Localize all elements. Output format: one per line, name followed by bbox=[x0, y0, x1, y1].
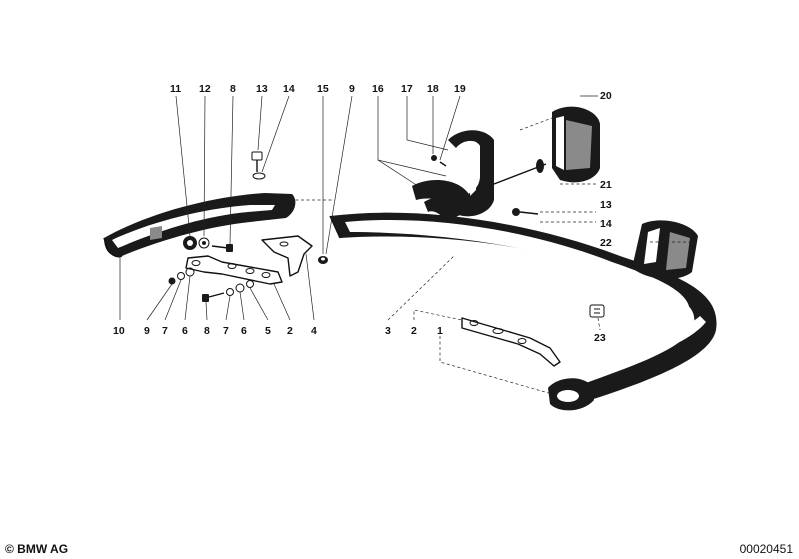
callout-17: 17 bbox=[401, 83, 413, 95]
leader-lines bbox=[119, 95, 696, 395]
callout-23: 23 bbox=[594, 332, 606, 344]
callout-5: 5 bbox=[265, 325, 271, 337]
callout-18: 18 bbox=[427, 83, 439, 95]
callout-12: 12 bbox=[199, 83, 211, 95]
part-bracket-right bbox=[461, 317, 561, 367]
callout-13-right: 13 bbox=[600, 199, 612, 211]
part-bolt-upper-left bbox=[251, 151, 266, 180]
callout-14: 14 bbox=[283, 83, 295, 95]
callout-13: 13 bbox=[256, 83, 268, 95]
callout-1: 1 bbox=[437, 325, 443, 337]
callout-4: 4 bbox=[311, 325, 317, 337]
part-mount-plate bbox=[261, 235, 313, 277]
callout-6-lower-2: 6 bbox=[241, 325, 247, 337]
callout-7-lower-2: 7 bbox=[223, 325, 229, 337]
callout-20: 20 bbox=[600, 90, 612, 102]
document-number: 00020451 bbox=[739, 542, 793, 556]
part-end-guard-left bbox=[103, 193, 296, 258]
callout-19: 19 bbox=[454, 83, 466, 95]
callout-3: 3 bbox=[385, 325, 391, 337]
callout-9-lower: 9 bbox=[144, 325, 150, 337]
callout-14-right: 14 bbox=[600, 218, 612, 230]
callout-6-lower: 6 bbox=[182, 325, 188, 337]
callout-16: 16 bbox=[372, 83, 384, 95]
part-bumper-bar bbox=[329, 212, 717, 411]
callout-8-lower: 8 bbox=[204, 325, 210, 337]
callout-9: 9 bbox=[349, 83, 355, 95]
copyright-notice: © BMW AG bbox=[5, 542, 69, 556]
callout-15: 15 bbox=[317, 83, 329, 95]
part-bracket-left bbox=[185, 255, 283, 285]
callout-22: 22 bbox=[600, 237, 612, 249]
part-nut-centre bbox=[318, 256, 328, 264]
callout-2-right: 2 bbox=[411, 325, 417, 337]
callout-numbers: 11 12 8 13 14 15 9 16 17 18 19 20 21 13 … bbox=[113, 83, 612, 344]
callout-10: 10 bbox=[113, 325, 125, 337]
part-overrider-left bbox=[412, 130, 494, 222]
callout-2-left: 2 bbox=[287, 325, 293, 337]
part-overrider-right bbox=[493, 106, 600, 216]
callout-21: 21 bbox=[600, 179, 612, 191]
part-buffer-and-washer bbox=[183, 236, 233, 252]
callout-7-lower: 7 bbox=[162, 325, 168, 337]
callout-8: 8 bbox=[230, 83, 236, 95]
callout-11: 11 bbox=[170, 83, 181, 95]
